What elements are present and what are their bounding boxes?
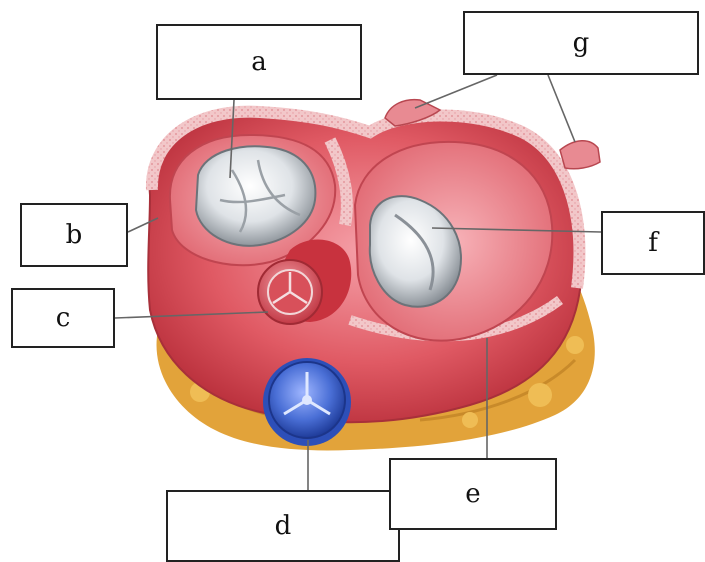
- label-g: g: [573, 28, 590, 58]
- label-box-f[interactable]: f: [601, 211, 705, 275]
- pulmonary-valve: [263, 358, 351, 446]
- label-box-b[interactable]: b: [20, 203, 128, 267]
- label-box-e[interactable]: e: [389, 458, 557, 530]
- label-box-g[interactable]: g: [463, 11, 699, 75]
- label-f: f: [648, 228, 658, 258]
- label-box-c[interactable]: c: [11, 288, 115, 348]
- label-e: e: [465, 479, 480, 509]
- label-a: a: [251, 47, 267, 77]
- label-b: b: [66, 220, 83, 250]
- label-c: c: [56, 303, 71, 333]
- label-box-d[interactable]: d: [166, 490, 400, 562]
- label-d: d: [275, 511, 292, 541]
- label-box-a[interactable]: a: [156, 24, 362, 100]
